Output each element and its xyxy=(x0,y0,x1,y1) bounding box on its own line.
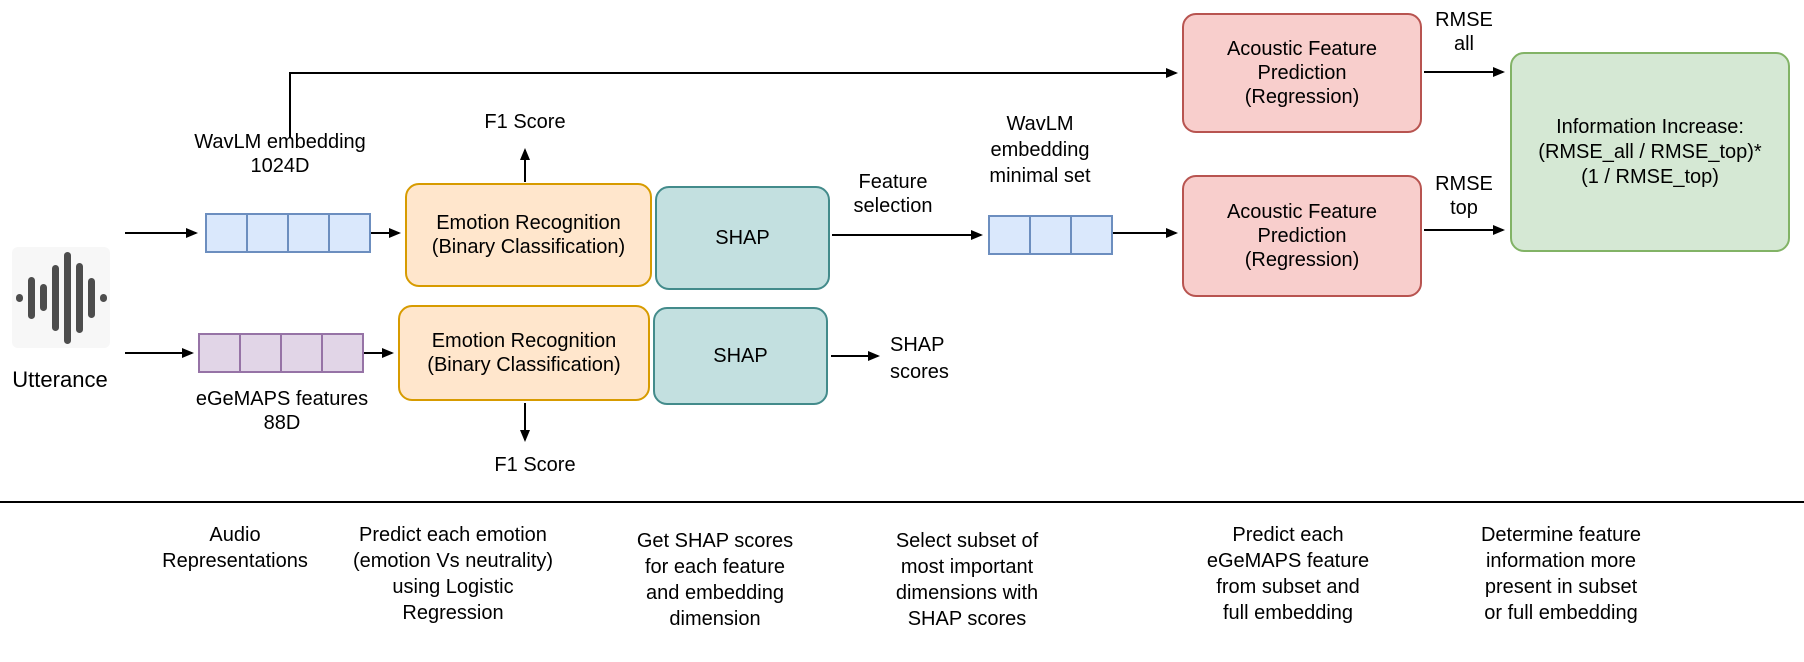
vector-cell xyxy=(198,333,241,373)
wavlm-embedding-vector xyxy=(205,213,371,253)
information-increase-box: Information Increase: (RMSE_all / RMSE_t… xyxy=(1510,52,1790,252)
caption-select-subset: Select subset of most important dimensio… xyxy=(895,530,1039,630)
vector-cell xyxy=(1070,215,1113,255)
vector-cell xyxy=(205,213,248,253)
f1-score-bottom-label: F1 Score xyxy=(494,454,576,476)
audio-waveform-icon xyxy=(12,247,110,348)
vector-cell xyxy=(246,213,289,253)
emotion-recognition-box-bottom: Emotion Recognition (Binary Classificati… xyxy=(398,305,650,401)
acoustic-prediction-box-bottom: Acoustic Feature Prediction (Regression) xyxy=(1182,175,1422,297)
rmse-top-label: RMSE top xyxy=(1435,173,1493,219)
vector-cell xyxy=(1029,215,1072,255)
vector-cell xyxy=(287,213,330,253)
vector-cell xyxy=(988,215,1031,255)
utterance-label: Utterance xyxy=(12,367,108,392)
shap-scores-label: SHAP scores xyxy=(890,334,949,383)
caption-audio-representations: Audio Representations xyxy=(162,524,308,572)
caption-divider-line xyxy=(0,501,1804,503)
egemaps-label: eGeMAPS features 88D xyxy=(195,388,369,434)
caption-predict-egemaps: Predict each eGeMAPS feature from subset… xyxy=(1206,524,1370,624)
acoustic-prediction-box-top: Acoustic Feature Prediction (Regression) xyxy=(1182,13,1422,133)
vector-cell xyxy=(239,333,282,373)
vector-cell xyxy=(321,333,364,373)
egemaps-vector xyxy=(198,333,364,373)
wavlm-embedding-label: WavLM embedding 1024D xyxy=(194,131,366,177)
vector-cell xyxy=(280,333,323,373)
f1-score-top-label: F1 Score xyxy=(484,111,566,133)
rmse-all-label: RMSE all xyxy=(1435,9,1493,55)
shap-box-bottom: SHAP xyxy=(653,307,828,405)
caption-get-shap-scores: Get SHAP scores for each feature and emb… xyxy=(636,530,794,630)
caption-predict-emotion: Predict each emotion (emotion Vs neutral… xyxy=(352,524,554,624)
feature-selection-label: Feature selection xyxy=(853,171,933,217)
arrow-wavlm-to-acoustic-top xyxy=(289,68,1178,138)
minimal-set-vector xyxy=(988,215,1113,255)
minimal-set-label: WavLM embedding minimal set xyxy=(989,113,1091,187)
emotion-recognition-box-top: Emotion Recognition (Binary Classificati… xyxy=(405,183,652,287)
shap-box-top: SHAP xyxy=(655,186,830,290)
caption-determine-information: Determine feature information more prese… xyxy=(1480,524,1642,624)
vector-cell xyxy=(328,213,371,253)
